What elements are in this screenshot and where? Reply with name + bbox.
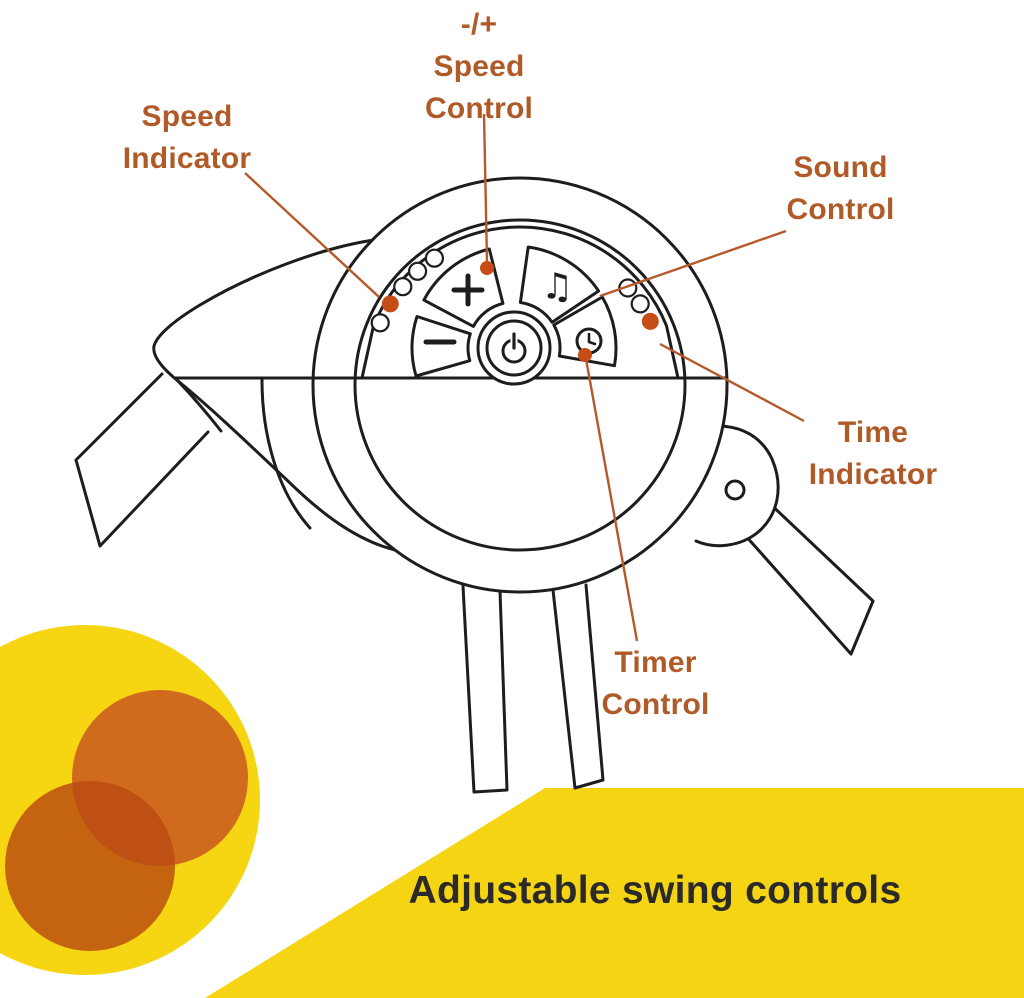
right-frame-tube — [742, 498, 875, 656]
left-frame-tube — [74, 372, 210, 548]
speed-control-callout-line — [482, 113, 489, 263]
banner-background — [205, 788, 1024, 998]
led — [630, 294, 650, 314]
led-active — [381, 295, 399, 313]
speed-indicator-label-line2: Indicator — [122, 142, 252, 175]
decorative-circles — [0, 625, 260, 975]
time-indicator-callout-line — [659, 342, 805, 423]
led — [393, 277, 413, 297]
timer-control-label-line1: Timer — [614, 646, 697, 679]
timer-button — [552, 295, 618, 368]
callout-lines — [244, 113, 805, 642]
clock-hands — [587, 332, 597, 346]
head-inner-ring — [353, 218, 687, 552]
time-indicator-label-line1: Time — [837, 416, 909, 449]
sound-control-label-line2: Control — [786, 193, 895, 226]
pivot-screw — [724, 479, 746, 501]
front-legs — [461, 583, 605, 794]
time-indicator-label: Time Indicator — [775, 412, 971, 496]
sound-control-label: Sound Control — [748, 147, 933, 231]
speed-control-label-line1: -/+ — [460, 8, 498, 41]
timer-control-label-line2: Control — [601, 688, 710, 721]
led — [408, 261, 428, 281]
time-indicator-label-line2: Indicator — [808, 458, 938, 491]
housing-beak-detail — [176, 378, 312, 530]
speed-control-label-line2: Speed — [433, 50, 525, 83]
control-panel: ♫ — [410, 245, 618, 386]
speed-control-label: -/+ Speed Control — [399, 4, 559, 130]
led — [424, 248, 444, 268]
sound-control-label-line1: Sound — [793, 151, 888, 184]
dark-orange-circle — [5, 781, 175, 951]
plus-icon — [451, 273, 485, 307]
sound-control-callout-line — [599, 229, 787, 298]
timer-control-callout-line — [584, 358, 639, 642]
led — [370, 313, 390, 333]
led-active — [641, 312, 659, 330]
speed-control-dot — [480, 261, 494, 275]
speed-indicator-callout-line — [244, 172, 380, 298]
speed-down-button — [410, 315, 472, 378]
sound-button — [518, 245, 601, 324]
timer-control-label: Timer Control — [563, 642, 748, 726]
banner-title: Adjustable swing controls — [408, 869, 902, 912]
music-icon: ♫ — [541, 267, 573, 308]
swing-head-drawing: ♫ — [74, 176, 875, 794]
speed-control-label-line3: Control — [424, 92, 534, 125]
timer-control-dot — [578, 348, 592, 362]
speed-led-indicators — [370, 248, 444, 333]
speed-indicator-label: Speed Indicator — [92, 96, 282, 180]
speed-indicator-label-line1: Speed — [141, 100, 233, 133]
